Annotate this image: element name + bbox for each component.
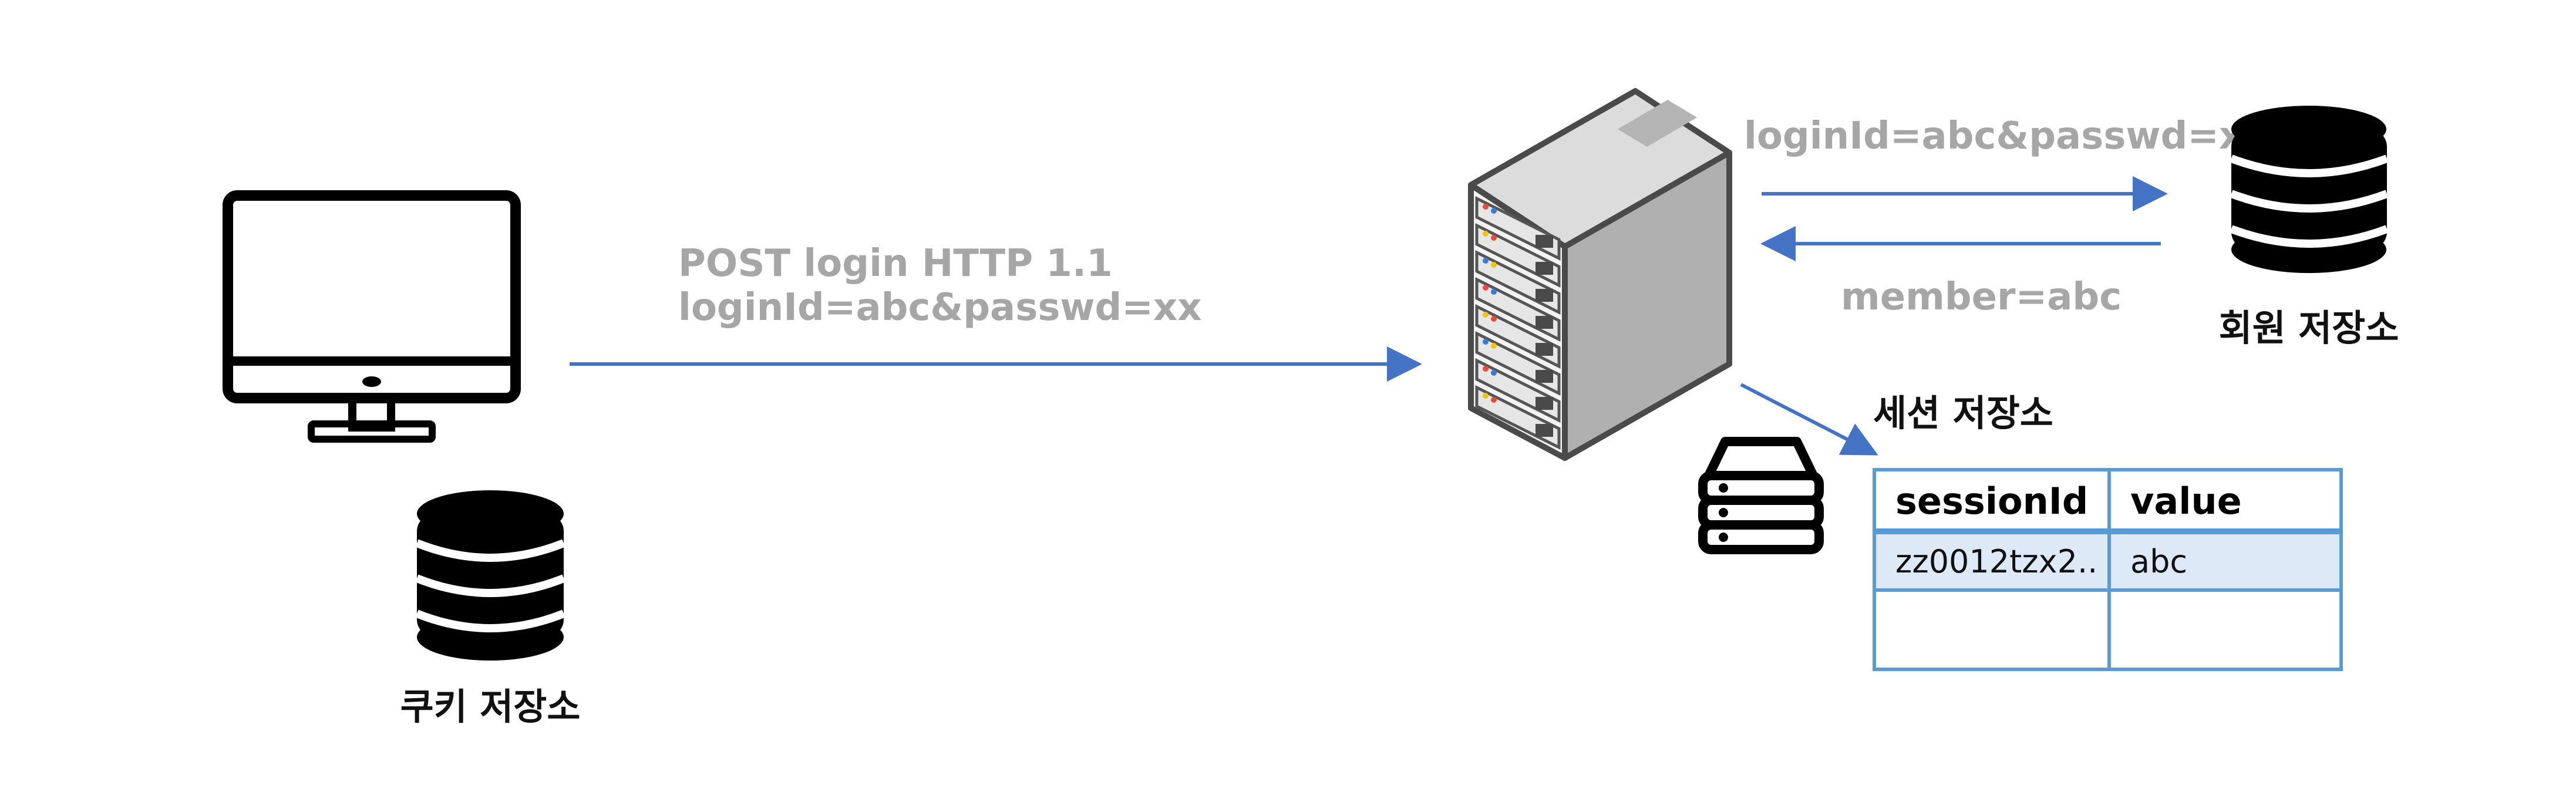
member-database-icon bbox=[2230, 106, 2389, 273]
table-cell-value: abc bbox=[2130, 543, 2187, 580]
session-store-label: 세션 저장소 bbox=[1873, 392, 2053, 434]
request-line-1: POST login HTTP 1.1 bbox=[678, 242, 1113, 285]
cookie-database-icon bbox=[415, 490, 565, 661]
table-header-sessionid: sessionId bbox=[1895, 480, 2088, 523]
member-response-text: member=abc bbox=[1841, 275, 2122, 319]
member-query-text: loginId=abc&passwd=xx bbox=[1744, 114, 2268, 158]
table-cell-sessionid: zz0012tzx2.. bbox=[1895, 543, 2097, 580]
session-arrow bbox=[1740, 383, 1878, 456]
member-store-label: 회원 저장소 bbox=[2219, 306, 2399, 349]
cookie-store-label: 쿠키 저장소 bbox=[400, 685, 581, 728]
session-storage-icon bbox=[1698, 437, 1824, 554]
session-table: sessionId value zz0012tzx2.. abc bbox=[1873, 468, 2343, 671]
table-header-value: value bbox=[2130, 480, 2242, 523]
server-icon bbox=[1468, 88, 1732, 461]
request-line-2: loginId=abc&passwd=xx bbox=[678, 286, 1202, 329]
monitor-icon bbox=[223, 190, 521, 443]
